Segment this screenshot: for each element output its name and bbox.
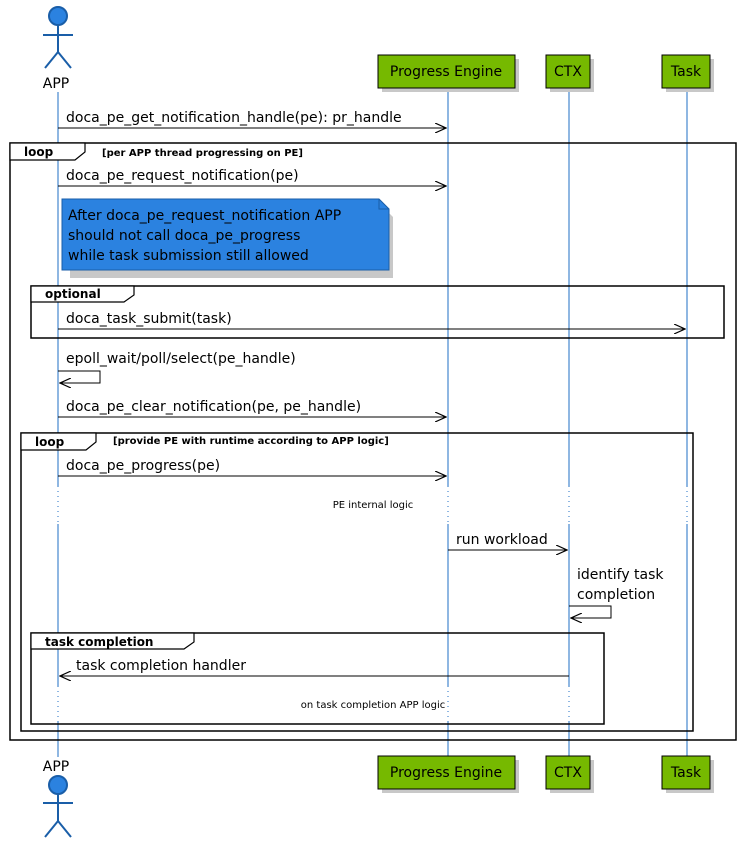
participant-task-top-label: Task bbox=[670, 64, 702, 80]
note-line-1: After doca_pe_request_notification APP bbox=[68, 208, 341, 224]
participant-ctx-top: CTX bbox=[545, 54, 594, 92]
message-identify-line-2: completion bbox=[577, 587, 655, 603]
participant-progress-engine-top-label: Progress Engine bbox=[390, 64, 502, 80]
frame-inner-loop-title: loop bbox=[35, 435, 65, 449]
frame-outer-loop: loop [per APP thread progressing on PE] bbox=[9, 142, 737, 741]
frame-optional-title: optional bbox=[45, 287, 101, 301]
actor-icon bbox=[43, 6, 73, 69]
message-epoll-wait-label: epoll_wait/poll/select(pe_handle) bbox=[66, 351, 296, 367]
note-line-2: should not call doca_pe_progress bbox=[68, 228, 300, 244]
message-clear-notification-label: doca_pe_clear_notification(pe, pe_handle… bbox=[66, 399, 361, 415]
message-run-workload-label: run workload bbox=[456, 532, 548, 548]
frame-outer-loop-title: loop bbox=[24, 145, 54, 159]
divider-pe-internal: PE internal logic bbox=[22, 486, 692, 524]
actor-icon bbox=[43, 775, 73, 838]
divider-pe-internal-label: PE internal logic bbox=[333, 500, 414, 511]
participant-task-bottom: Task bbox=[661, 755, 714, 793]
message-progress-label: doca_pe_progress(pe) bbox=[66, 458, 220, 474]
frame-outer-loop-condition: [per APP thread progressing on PE] bbox=[102, 148, 303, 159]
divider-app-logic: on task completion APP logic bbox=[32, 686, 688, 728]
message-identify-arrow bbox=[569, 605, 612, 618]
participant-ctx-top-label: CTX bbox=[554, 64, 582, 80]
note-pe-progress: After doca_pe_request_notification APP s… bbox=[61, 198, 393, 278]
actor-app-top-label: APP bbox=[43, 76, 69, 92]
frame-optional: optional bbox=[30, 285, 725, 339]
message-epoll-wait-arrow bbox=[58, 370, 101, 383]
message-identify-line-1: identify task bbox=[577, 567, 664, 583]
message-request-notification-label: doca_pe_request_notification(pe) bbox=[66, 168, 299, 184]
actor-app-bottom bbox=[43, 775, 73, 838]
participant-ctx-bottom-label: CTX bbox=[554, 765, 582, 781]
note-line-3: while task submission still allowed bbox=[68, 248, 309, 264]
message-get-handle-label: doca_pe_get_notification_handle(pe): pr_… bbox=[66, 110, 402, 126]
actor-app-bottom-label: APP bbox=[43, 759, 69, 775]
frame-task-completion: task completion bbox=[30, 632, 605, 725]
divider-app-logic-label: on task completion APP logic bbox=[301, 700, 445, 711]
participant-progress-engine-bottom: Progress Engine bbox=[377, 755, 519, 793]
participant-ctx-bottom: CTX bbox=[545, 755, 594, 793]
participant-task-top: Task bbox=[661, 54, 714, 92]
participant-task-bottom-label: Task bbox=[670, 765, 702, 781]
participant-progress-engine-bottom-label: Progress Engine bbox=[390, 765, 502, 781]
participant-progress-engine-top: Progress Engine bbox=[377, 54, 519, 92]
frame-inner-loop-condition: [provide PE with runtime according to AP… bbox=[113, 436, 389, 447]
actor-app-top: APP bbox=[43, 6, 73, 92]
frame-inner-loop: loop [provide PE with runtime according … bbox=[20, 432, 694, 732]
message-task-submit-label: doca_task_submit(task) bbox=[66, 311, 232, 327]
message-completion-handler-label: task completion handler bbox=[76, 658, 246, 674]
frame-task-completion-title: task completion bbox=[45, 635, 153, 649]
